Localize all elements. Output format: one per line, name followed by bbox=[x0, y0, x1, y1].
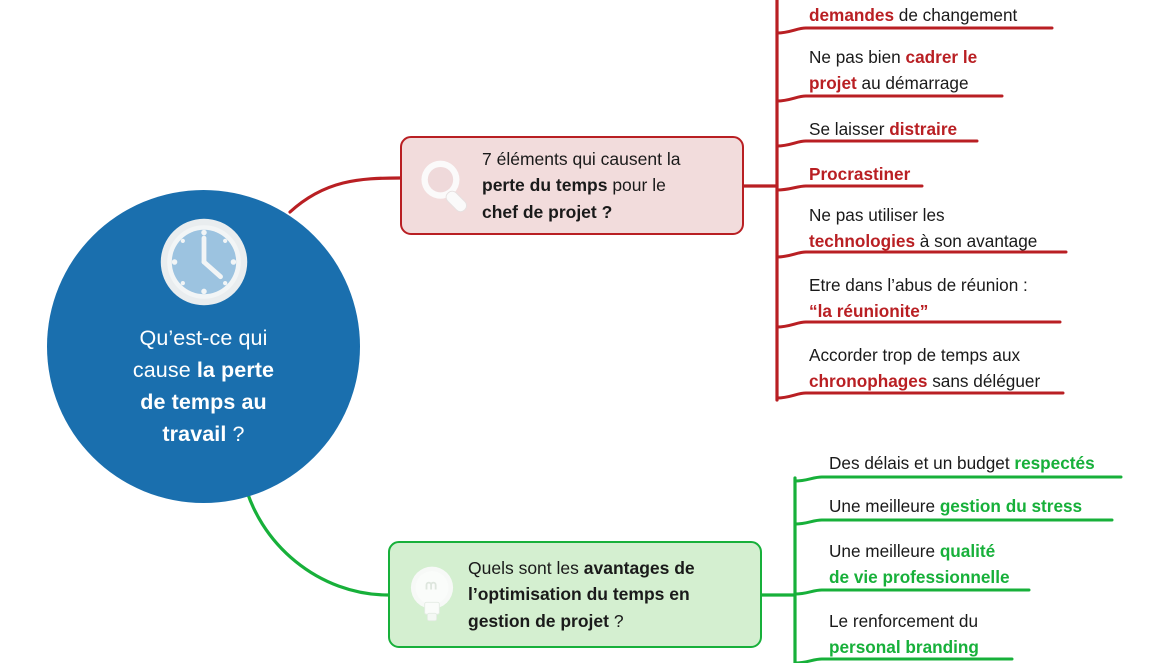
leaf-bold: personal branding bbox=[829, 636, 979, 657]
leaf-plain: Une meilleure bbox=[829, 496, 940, 516]
leaf-bold: qualité bbox=[939, 541, 996, 561]
leaf-plain: sans déléguer bbox=[927, 370, 1041, 391]
connector-center-to-red bbox=[288, 176, 402, 214]
central-node[interactable]: Qu’est-ce qui cause la perte de temps au… bbox=[47, 190, 360, 503]
green-leaf-rule-1 bbox=[793, 475, 1123, 483]
branch-box-red[interactable]: 7 éléments qui causent la perte du temps… bbox=[400, 136, 744, 235]
leaf-bold: projet bbox=[809, 72, 857, 93]
leaf-bold: distraire bbox=[889, 119, 958, 139]
leaf-item[interactable]: Une meilleure qualité de vie professionn… bbox=[829, 539, 1010, 590]
green-box-line-1-plain: Quels sont les bbox=[468, 557, 584, 578]
leaf-item[interactable]: Etre dans l’abus de réunion : “la réunio… bbox=[809, 273, 1028, 324]
red-box-line-2-plain: pour le bbox=[607, 175, 666, 196]
leaf-bold: gestion du stress bbox=[939, 496, 1083, 516]
leaf-bold: cadrer le bbox=[905, 47, 978, 67]
central-line-3-bold: de temps au bbox=[140, 390, 267, 414]
green-leaf-rule-3 bbox=[793, 588, 1031, 596]
red-box-line-2-bold: perte du temps bbox=[482, 175, 608, 196]
green-box-line-3-plain: ? bbox=[608, 610, 624, 631]
leaf-item[interactable]: Accorder trop de temps aux chronophages … bbox=[809, 343, 1040, 394]
leaf-bold: demandes bbox=[809, 5, 895, 25]
central-line-4-bold: travail bbox=[162, 422, 227, 446]
branch-box-red-text: 7 éléments qui causent la perte du temps… bbox=[482, 146, 690, 226]
lightbulb-icon bbox=[410, 566, 454, 621]
leaf-bold: technologies bbox=[809, 230, 916, 251]
red-box-line-3-bold: chef de projet ? bbox=[482, 201, 613, 222]
central-node-text: Qu’est-ce qui cause la perte de temps au… bbox=[89, 322, 319, 450]
leaf-item[interactable]: Procrastiner bbox=[809, 162, 910, 188]
leaf-item[interactable]: Ne pas utiliser les technologies à son a… bbox=[809, 203, 1037, 254]
leaf-bold: chronophages bbox=[809, 370, 928, 391]
leaf-bold: “la réunionite” bbox=[809, 300, 929, 321]
leaf-plain: Etre dans l’abus de réunion : bbox=[809, 275, 1028, 295]
leaf-plain: Une meilleure bbox=[829, 541, 940, 561]
green-box-line-3-bold: gestion de projet bbox=[468, 610, 609, 631]
leaf-plain: Ne pas bien bbox=[809, 47, 906, 67]
leaf-item[interactable]: Le renforcement du personal branding bbox=[829, 609, 979, 660]
leaf-plain: Accorder trop de temps aux bbox=[809, 345, 1021, 365]
green-leaf-rule-2 bbox=[793, 518, 1114, 526]
green-box-line-2-bold: l’optimisation du temps en bbox=[468, 584, 690, 605]
clock-icon bbox=[160, 218, 247, 306]
branch-box-green-text: Quels sont les avantages de l’optimisati… bbox=[468, 555, 705, 635]
leaf-plain: Ne pas utiliser les bbox=[809, 205, 945, 225]
central-line-2-plain: cause bbox=[132, 358, 197, 382]
central-line-1: Qu’est-ce qui bbox=[139, 326, 268, 350]
leaf-bold: respectés bbox=[1014, 453, 1095, 473]
leaf-plain: de changement bbox=[894, 5, 1018, 25]
green-box-line-1-bold: avantages de bbox=[583, 557, 695, 578]
red-leaf-rule-1 bbox=[775, 26, 1054, 35]
leaf-bold: Procrastiner bbox=[809, 164, 911, 184]
central-line-2-bold: la perte bbox=[196, 358, 275, 382]
leaf-item[interactable]: demandes de changement bbox=[809, 3, 1017, 29]
leaf-bold: de vie professionnelle bbox=[829, 566, 1010, 587]
leaf-plain: à son avantage bbox=[915, 230, 1038, 251]
leaf-item[interactable]: Se laisser distraire bbox=[809, 117, 957, 143]
leaf-item[interactable]: Des délais et un budget respectés bbox=[829, 451, 1095, 477]
connector-center-to-green bbox=[241, 475, 390, 597]
leaf-item[interactable]: Une meilleure gestion du stress bbox=[829, 494, 1082, 520]
central-line-4-plain: ? bbox=[226, 422, 245, 446]
leaf-plain: au démarrage bbox=[856, 72, 969, 93]
leaf-plain: Le renforcement du bbox=[829, 611, 979, 631]
red-leaf-rule-2 bbox=[775, 94, 1004, 103]
leaf-item[interactable]: Ne pas bien cadrer le projet au démarrag… bbox=[809, 45, 977, 96]
leaf-plain: Se laisser bbox=[809, 119, 890, 139]
leaf-plain: Des délais et un budget bbox=[829, 453, 1015, 473]
branch-box-green[interactable]: Quels sont les avantages de l’optimisati… bbox=[388, 541, 762, 648]
red-box-line-1: 7 éléments qui causent la bbox=[482, 148, 681, 169]
magnifier-icon bbox=[421, 160, 468, 212]
